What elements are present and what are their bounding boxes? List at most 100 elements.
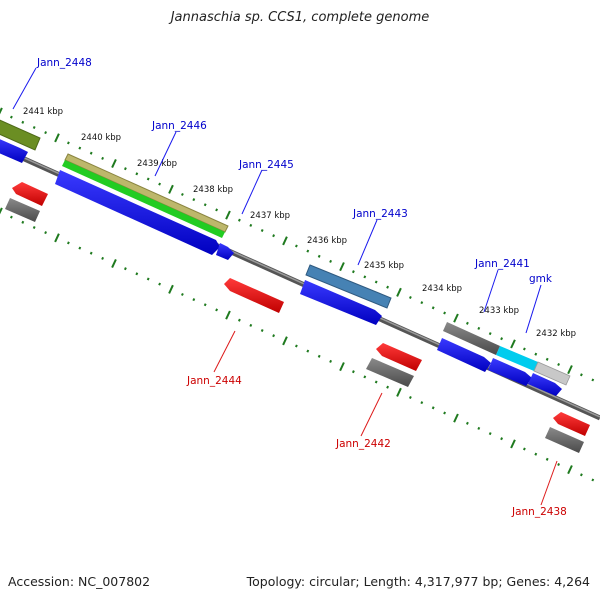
minor-tick xyxy=(420,401,424,405)
minor-tick xyxy=(21,220,25,224)
forward-features xyxy=(0,118,571,396)
minor-tick xyxy=(591,478,595,482)
minor-tick xyxy=(306,249,310,253)
feature-gray-2441[interactable] xyxy=(443,322,500,355)
minor-tick xyxy=(249,223,253,227)
minor-tick xyxy=(351,270,355,274)
minor-tick xyxy=(89,251,93,255)
minor-tick xyxy=(123,267,127,271)
minor-tick xyxy=(215,308,219,312)
minor-tick xyxy=(317,354,321,358)
gene-label[interactable]: gmk xyxy=(529,273,553,285)
kbp-label: 2436 kbp xyxy=(307,236,347,246)
gene-label[interactable]: Jann_2442 xyxy=(335,438,391,450)
minor-tick xyxy=(408,295,412,300)
minor-tick xyxy=(317,254,321,258)
minor-tick xyxy=(477,426,481,430)
minor-tick xyxy=(557,362,561,367)
minor-tick xyxy=(500,437,504,441)
gene-label[interactable]: Jann_2443 xyxy=(352,208,408,220)
minor-tick xyxy=(329,259,333,263)
kbp-label: 2433 kbp xyxy=(479,306,519,316)
minor-tick xyxy=(66,141,70,145)
minor-tick xyxy=(180,192,184,196)
gene-jann-2443[interactable] xyxy=(300,280,382,325)
gene-label[interactable]: Jann_2441 xyxy=(474,258,530,270)
minor-tick xyxy=(9,115,13,119)
feature-steel[interactable] xyxy=(305,264,392,309)
gene-label[interactable]: Jann_2448 xyxy=(36,57,92,69)
minor-tick xyxy=(522,347,526,351)
minor-tick xyxy=(579,373,583,377)
minor-tick xyxy=(9,215,13,219)
major-tick xyxy=(339,362,345,372)
gene-reverse-left[interactable] xyxy=(12,182,48,206)
minor-tick xyxy=(408,395,412,400)
feature-gmk[interactable] xyxy=(533,361,571,386)
gene-jann-2445[interactable] xyxy=(216,243,234,260)
major-tick xyxy=(0,207,3,215)
minor-tick xyxy=(363,375,367,379)
major-tick xyxy=(0,107,3,115)
gene-jann-2440[interactable] xyxy=(488,358,532,386)
gene-label[interactable]: Jann_2446 xyxy=(151,120,207,132)
gene-label[interactable]: Jann_2444 xyxy=(186,375,242,387)
kbp-labels: 2441 kbp 2440 kbp 2439 kbp 2438 kbp 2437… xyxy=(23,107,576,339)
minor-tick xyxy=(192,298,196,302)
feature-green[interactable] xyxy=(62,160,225,238)
kbp-label: 2432 kbp xyxy=(536,329,576,339)
feature-gray-left[interactable] xyxy=(5,198,40,222)
minor-tick xyxy=(534,452,538,456)
feature-gray-2442[interactable] xyxy=(366,358,414,387)
major-tick xyxy=(339,262,345,272)
minor-tick xyxy=(488,332,492,336)
minor-tick xyxy=(465,421,469,425)
upper-tick-row xyxy=(0,107,595,382)
gene-jann-2441[interactable] xyxy=(437,338,491,372)
minor-tick xyxy=(329,359,333,363)
minor-tick xyxy=(488,432,492,436)
minor-tick xyxy=(591,378,595,382)
minor-tick xyxy=(545,357,549,361)
gene-labels-bottom: Jann_2444 Jann_2442 Jann_2438 xyxy=(186,375,567,518)
feature-olive[interactable] xyxy=(0,118,41,151)
kbp-label: 2440 kbp xyxy=(81,133,121,143)
minor-tick xyxy=(477,326,481,330)
minor-tick xyxy=(135,172,139,176)
minor-tick xyxy=(32,125,36,130)
minor-tick xyxy=(545,457,549,461)
minor-tick xyxy=(579,473,583,477)
gene-jann-2442[interactable] xyxy=(376,343,422,371)
gene-label[interactable]: Jann_2445 xyxy=(238,159,294,171)
minor-tick xyxy=(180,292,184,296)
gene-gmk[interactable] xyxy=(528,373,562,396)
minor-tick xyxy=(443,311,447,315)
minor-tick xyxy=(89,151,93,155)
minor-tick xyxy=(294,344,298,348)
kbp-label: 2434 kbp xyxy=(422,284,462,294)
minor-tick xyxy=(557,462,561,467)
kbp-label: 2435 kbp xyxy=(364,261,404,271)
major-tick xyxy=(282,236,288,246)
minor-tick xyxy=(272,334,276,338)
minor-tick xyxy=(66,241,70,245)
gene-forward-left[interactable] xyxy=(0,137,28,163)
major-tick xyxy=(567,365,573,375)
minor-tick xyxy=(534,352,538,356)
label-leaders-top xyxy=(12,67,542,334)
minor-tick xyxy=(420,301,424,305)
minor-tick xyxy=(123,167,127,171)
feature-gray-2438[interactable] xyxy=(545,427,584,453)
major-tick xyxy=(453,313,459,323)
gene-jann-2446[interactable] xyxy=(55,170,220,255)
kbp-label: 2441 kbp xyxy=(23,107,63,117)
minor-tick xyxy=(260,328,264,333)
gene-jann-2438[interactable] xyxy=(553,412,590,436)
feature-cyan[interactable] xyxy=(496,346,538,371)
major-tick xyxy=(567,465,573,475)
gene-label[interactable]: Jann_2438 xyxy=(511,506,567,518)
gene-jann-2444[interactable] xyxy=(224,278,284,313)
major-tick xyxy=(396,387,402,397)
major-tick xyxy=(453,413,459,423)
